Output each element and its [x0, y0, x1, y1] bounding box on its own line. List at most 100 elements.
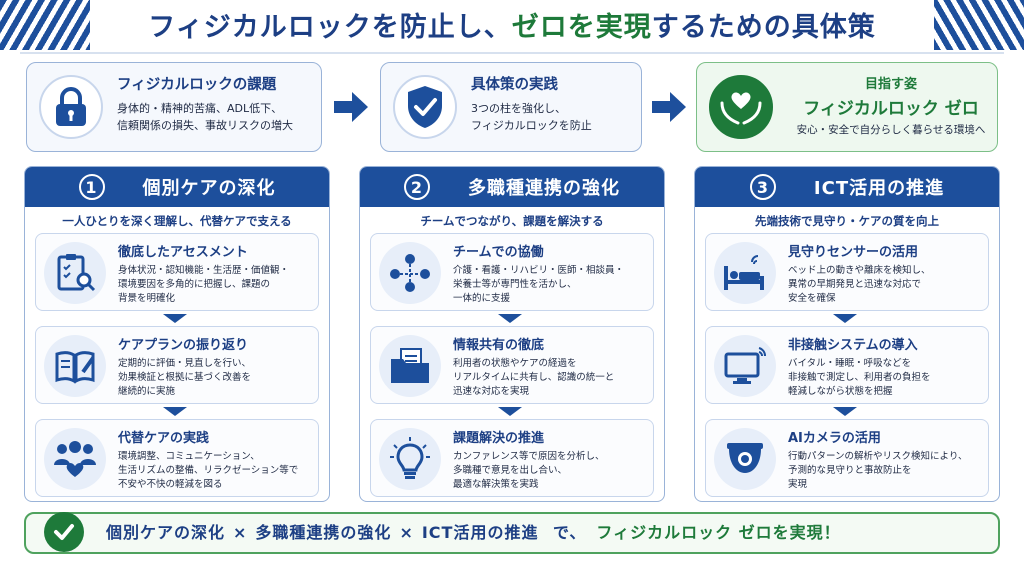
item-text: 効果検証と根拠に基づく改善を — [118, 372, 252, 383]
list-item: 見守りセンサーの活用 ベッド上の動きや離床を検知し、 異常の早期発見と迅速な対応… — [705, 233, 989, 311]
clipboard-search-icon — [44, 242, 106, 304]
dome-camera-icon — [714, 428, 776, 490]
hands-heart-icon — [709, 75, 773, 139]
summary-times: × — [399, 523, 414, 542]
monitor-signal-icon — [714, 335, 776, 397]
pillar-header: 2 多職種連携の強化 — [360, 167, 664, 207]
item-text: 軽減しながら状態を把握 — [788, 386, 893, 397]
item-text: 非接触で測定し、利用者の負担を — [788, 372, 931, 383]
arrow-right-icon — [652, 92, 686, 122]
list-item: 代替ケアの実践 環境調整、コミュニケーション、 生活リズムの整備、リラクゼーショ… — [35, 419, 319, 497]
notebook-pen-icon — [44, 335, 106, 397]
summary-part4: で、 — [553, 523, 587, 542]
problem-line-2: 信頼関係の損失、事故リスクの増大 — [117, 119, 293, 132]
title-part3: するための具体策 — [651, 12, 876, 43]
summary-part1: 個別ケアの深化 — [106, 523, 226, 542]
item-text: 身体状況・認知機能・生活歴・価値観・ — [118, 265, 290, 276]
pillar-number: 1 — [78, 174, 105, 200]
title-part2: ゼロを実現 — [511, 12, 652, 43]
item-heading: 非接触システムの導入 — [788, 338, 918, 353]
item-text: 多職種で意見を出し合い、 — [453, 465, 568, 476]
item-text: ベッド上の動きや離床を検知し、 — [788, 265, 931, 276]
action-line-2: フィジカルロックを防止 — [471, 119, 592, 132]
pillar-ict: 3 ICT活用の推進 先端技術で見守り・ケアの質を向上 見守りセンサーの活用 ベ… — [694, 166, 1000, 502]
goal-heading-2: フィジカルロック ゼロ — [803, 99, 979, 119]
summary-text: 個別ケアの深化×多職種連携の強化×ICT活用の推進 で、フィジカルロック ゼロを… — [106, 514, 988, 552]
item-text: 異常の早期発見と迅速な対応で — [788, 279, 922, 290]
list-item: ケアプランの振り返り 定期的に評価・見直しを行い、 効果検証と根拠に基づく改善を… — [35, 326, 319, 404]
down-arrow-icon — [163, 407, 187, 416]
pillar-title: ICT活用の推進 — [813, 178, 945, 199]
item-heading: 課題解決の推進 — [453, 431, 545, 446]
down-arrow-icon — [163, 314, 187, 323]
pillar-header: 1 個別ケアの深化 — [25, 167, 329, 207]
list-item: 課題解決の推進 カンファレンス等で原因を分析し、 多職種で意見を出し合い、 最適… — [370, 419, 654, 497]
team-network-icon — [379, 242, 441, 304]
item-text: 利用者の状態やケアの経過を — [453, 358, 577, 369]
list-item: 非接触システムの導入 バイタル・睡眠・呼吸などを 非接触で測定し、利用者の負担を… — [705, 326, 989, 404]
check-circle-icon — [44, 512, 84, 552]
pillar-header: 3 ICT活用の推進 — [695, 167, 999, 207]
goal-heading: 目指す姿 — [864, 77, 917, 92]
item-text: 介護・看護・リハビリ・医師・相談員・ — [453, 265, 625, 276]
list-item: AIカメラの活用 行動パターンの解析やリスク検知により、 予測的な見守りと事故防… — [705, 419, 989, 497]
bed-sensor-icon — [714, 242, 776, 304]
item-heading: 見守りセンサーの活用 — [788, 245, 919, 260]
people-heart-icon — [44, 428, 106, 490]
item-text: 行動パターンの解析やリスク検知により、 — [788, 451, 968, 462]
decorative-stripes-left — [0, 0, 90, 50]
problem-box: フィジカルロックの課題 身体的・精神的苦痛、ADL低下、 信頼関係の損失、事故リ… — [26, 62, 322, 152]
list-item: 徹底したアセスメント 身体状況・認知機能・生活歴・価値観・ 環境要因を多角的に把… — [35, 233, 319, 311]
pillar-subtitle: 先端技術で見守り・ケアの質を向上 — [755, 214, 939, 228]
pillar-individual-care: 1 個別ケアの深化 一人ひとりを深く理解し、代替ケアで支える 徹底したアセスメン… — [24, 166, 330, 502]
item-text: 実現 — [788, 479, 808, 490]
item-text: 継続的に実施 — [118, 386, 176, 397]
shield-check-icon — [393, 75, 457, 139]
item-heading: 情報共有の徹底 — [453, 338, 545, 353]
item-text: 迅速な対応を実現 — [453, 386, 530, 397]
page-title: フィジカルロックを防止し、ゼロを実現するための具体策 — [100, 6, 924, 50]
item-text: 予測的な見守りと事故防止を — [788, 465, 912, 476]
problem-line-1: 身体的・精神的苦痛、ADL低下、 — [117, 102, 283, 115]
item-heading: チームでの協働 — [453, 245, 544, 260]
action-line-1: 3つの柱を強化し、 — [471, 102, 566, 115]
problem-heading: フィジカルロックの課題 — [117, 77, 277, 93]
pillar-subtitle: チームでつながり、課題を解決する — [420, 214, 604, 228]
item-text: 不安や不快の軽減を図る — [118, 479, 223, 490]
down-arrow-icon — [833, 314, 857, 323]
pillar-number: 3 — [749, 174, 776, 200]
summary-part2: 多職種連携の強化 — [255, 523, 392, 542]
item-text: 安全を確保 — [788, 293, 836, 304]
decorative-stripes-right — [934, 0, 1024, 50]
item-heading: AIカメラの活用 — [788, 431, 881, 446]
item-text: リアルタイムに共有し、認識の統一と — [453, 372, 615, 383]
pillar-title: 多職種連携の強化 — [468, 178, 620, 199]
pillar-title: 個別ケアの深化 — [142, 178, 276, 199]
arrow-right-icon — [334, 92, 368, 122]
item-text: 背景を明確化 — [118, 293, 176, 304]
title-divider — [20, 52, 1004, 54]
goal-box: 目指す姿 フィジカルロック ゼロ 安心・安全で自分らしく暮らせる環境へ — [696, 62, 998, 152]
item-heading: 徹底したアセスメント — [118, 245, 248, 260]
down-arrow-icon — [498, 314, 522, 323]
summary-goal: フィジカルロック ゼロを実現！ — [596, 523, 841, 542]
goal-line: 安心・安全で自分らしく暮らせる環境へ — [796, 124, 986, 136]
list-item: 情報共有の徹底 利用者の状態やケアの経過を リアルタイムに共有し、認識の統一と … — [370, 326, 654, 404]
title-part1: フィジカルロックを防止し、 — [148, 12, 512, 43]
pillar-multidisciplinary: 2 多職種連携の強化 チームでつながり、課題を解決する チームでの協働 介護・看… — [359, 166, 665, 502]
pillar-number: 2 — [404, 174, 430, 200]
item-text: 最適な解決策を実践 — [453, 479, 539, 490]
list-item: チームでの協働 介護・看護・リハビリ・医師・相談員・ 栄養士等が専門性を活かし、… — [370, 233, 654, 311]
item-text: 環境要因を多角的に把握し、課題の — [118, 279, 271, 290]
action-heading: 具体策の実践 — [471, 77, 558, 93]
summary-part3: ICT活用の推進 — [421, 523, 539, 542]
padlock-icon — [39, 75, 103, 139]
item-heading: 代替ケアの実践 — [118, 431, 210, 446]
item-text: 栄養士等が専門性を活かし、 — [453, 279, 577, 290]
item-text: 定期的に評価・見直しを行い、 — [118, 358, 252, 369]
item-text: カンファレンス等で原因を分析し、 — [453, 451, 605, 462]
item-text: 環境調整、コミュニケーション、 — [118, 451, 260, 462]
down-arrow-icon — [833, 407, 857, 416]
item-heading: ケアプランの振り返り — [118, 338, 249, 353]
item-text: 一体的に支援 — [453, 293, 511, 304]
